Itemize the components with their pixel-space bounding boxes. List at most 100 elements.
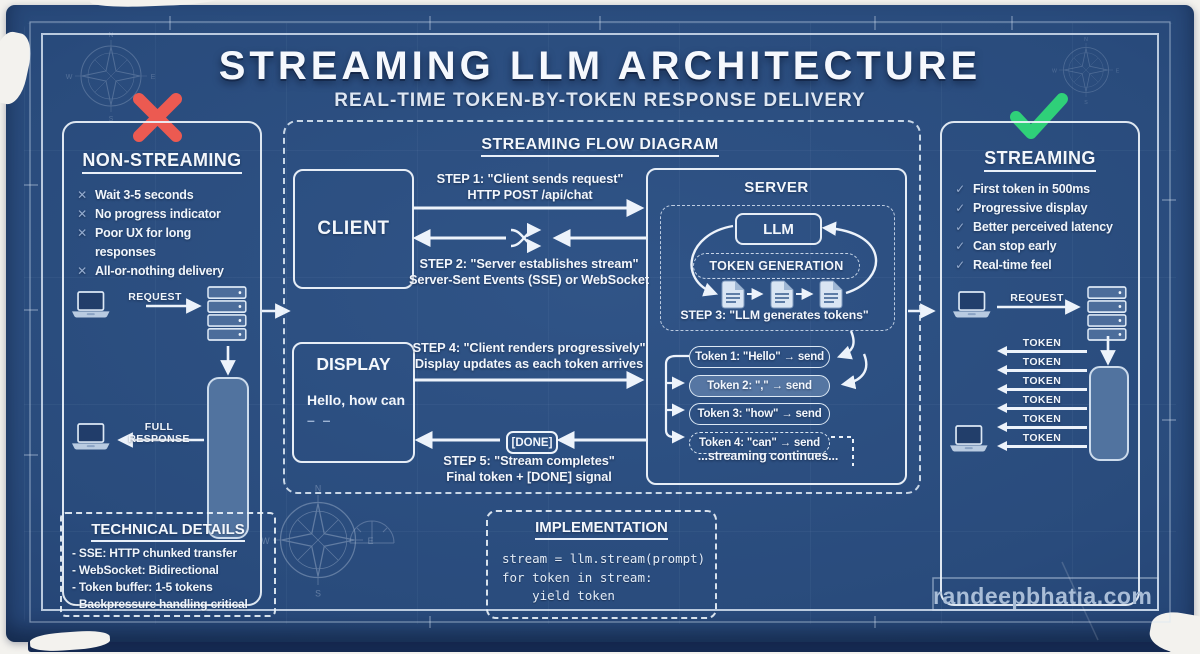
list-item-label: No progress indicator	[95, 207, 221, 221]
server-label: SERVER	[744, 179, 809, 196]
token-arrow-list: TOKEN TOKEN TOKEN TOKEN	[997, 337, 1087, 452]
non-streaming-list: ✕Wait 3-5 seconds ✕No progress indicator…	[76, 186, 252, 281]
display-streamed-text: Hello, how can	[307, 392, 406, 408]
technical-details-list: - SSE: HTTP chunked transfer- WebSocket:…	[72, 545, 248, 613]
step3-text: STEP 3: "LLM generates tokens"	[680, 308, 869, 322]
request-label-left: REQUEST	[128, 291, 182, 303]
detail-item: - Token buffer: 1-5 tokens	[72, 580, 213, 594]
token-row: Token 2: "," → send	[689, 374, 830, 397]
response-buffer-shapes	[207, 366, 1129, 539]
done-badge: [DONE]	[506, 431, 558, 454]
list-item-label: Progressive display	[973, 201, 1088, 215]
token-arrow-row: TOKEN	[997, 394, 1087, 414]
paper-bottom-edge	[28, 640, 1172, 652]
token-row-label: Token 2: "," → send	[707, 379, 812, 392]
request-label-right: REQUEST	[1010, 292, 1064, 304]
streaming-title: STREAMING	[942, 148, 1138, 172]
token-arrow-icon	[997, 422, 1087, 432]
x-icon	[133, 93, 182, 142]
list-item-label: Can stop early	[973, 239, 1057, 253]
scratch-line	[1061, 561, 1099, 641]
step-line: STEP 2: "Server establishes stream"	[419, 256, 639, 271]
implementation-box: IMPLEMENTATION stream = llm.stream(promp…	[486, 510, 717, 619]
token-generation-box: TOKEN GENERATION	[693, 253, 860, 279]
token-label: TOKEN	[1022, 413, 1062, 425]
technical-details-box: TECHNICAL DETAILS - SSE: HTTP chunked tr…	[60, 512, 276, 617]
list-item: ✓ Can stop early	[954, 237, 1132, 256]
page-subtitle: REAL-TIME TOKEN-BY-TOKEN RESPONSE DELIVE…	[334, 90, 866, 111]
step-line: STEP 5: "Stream completes"	[443, 453, 615, 468]
flow-diagram-title: STREAMING FLOW DIAGRAM	[283, 136, 917, 157]
watermark: randeepbhatia.com	[933, 583, 1153, 609]
list-item: ✓First token in 500ms	[954, 180, 1132, 199]
code-line: yield token	[502, 588, 615, 603]
token-arrow-row: TOKEN	[997, 356, 1087, 376]
token-arrow-row: TOKEN	[997, 375, 1087, 395]
step-line: STEP 4: "Client renders progressively"	[412, 340, 646, 355]
step-line: HTTP POST /api/chat	[467, 187, 593, 202]
code-line: for token in stream:	[502, 569, 653, 585]
flow-arrows	[117, 199, 1116, 466]
streaming-panel: STREAMING ✓First token in 500ms ✓ Progres…	[940, 121, 1140, 606]
step4-text: STEP 4: "Client renders progressively"Di…	[398, 340, 660, 372]
compass-decorations	[65, 31, 1121, 641]
step5-text: STEP 5: "Stream completes"Final token + …	[398, 453, 660, 485]
typing-cursor: – –	[307, 412, 333, 428]
token-row-label: Token 3: "how" → send	[697, 408, 822, 420]
token-label: TOKEN	[1022, 394, 1062, 406]
list-item: ✕ Wait 3-5 seconds	[76, 186, 252, 205]
list-item-label: Real-time feel	[973, 258, 1052, 272]
token-row: Token 4: "can" → send	[689, 431, 830, 454]
non-streaming-panel: NON-STREAMING ✕Wait 3-5 seconds ✕No prog…	[62, 121, 262, 606]
check-bullet-icon: ✓	[955, 239, 965, 253]
step1-text: STEP 1: "Client sends request"HTTP POST …	[405, 171, 655, 203]
token-arrow-icon	[997, 365, 1087, 375]
frame-border	[24, 16, 1176, 628]
technical-details-title: TECHNICAL DETAILS	[62, 521, 274, 542]
detail-item: - WebSocket: Bidirectional	[72, 563, 219, 577]
x-bullet-icon: ✕	[77, 188, 87, 202]
llm-loop-box	[660, 205, 895, 331]
step2-text: STEP 2: "Server establishes stream"Serve…	[395, 256, 663, 288]
token-arrow-row: TOKEN	[997, 413, 1087, 433]
list-item: ✓ Real-time feel	[954, 256, 1132, 275]
display-label: DISPLAY	[316, 354, 391, 374]
check-bullet-icon: ✓	[955, 258, 965, 272]
token-row: Token 3: "how" → send	[689, 403, 830, 425]
token-label: TOKEN	[1022, 356, 1062, 368]
step-line: Display updates as each token arrives	[414, 356, 644, 371]
token-row: Token 1: "Hello" → send	[689, 346, 830, 368]
list-item: ✕All-or-nothing delivery	[76, 262, 252, 281]
list-item-label: Better perceived latency	[973, 220, 1113, 234]
token-label: TOKEN	[1022, 337, 1062, 349]
token-arrow-icon	[997, 346, 1087, 356]
list-item: ✓Better perceived latency	[954, 218, 1132, 237]
code-snippet: stream = llm.stream(prompt)for token in …	[502, 550, 705, 606]
token-label: TOKEN	[1022, 375, 1062, 387]
list-item-label: Wait 3-5 seconds	[95, 188, 194, 202]
implementation-title: IMPLEMENTATION	[488, 519, 715, 540]
token-send-curves	[836, 330, 868, 390]
token-list: Token 1: "Hello" → send Token 2: "," → s…	[689, 346, 830, 460]
server-box: SERVER	[646, 168, 907, 485]
check-bullet-icon: ✓	[955, 201, 965, 215]
token-label: TOKEN	[1022, 432, 1062, 444]
llm-loop-arrows	[690, 221, 878, 297]
check-bullet-icon: ✓	[955, 182, 965, 196]
token-arrow-icon	[997, 403, 1087, 413]
list-item: ✕ Poor UX for long responses	[76, 224, 252, 262]
streaming-continues-path	[831, 436, 854, 466]
token-arrow-icon	[997, 384, 1087, 394]
llm-box: LLM	[735, 213, 822, 245]
x-bullet-icon: ✕	[77, 226, 87, 240]
full-response-label: FULL RESPONSE	[128, 421, 190, 445]
token-arrow-row: TOKEN	[997, 432, 1087, 452]
list-item-label: All-or-nothing delivery	[95, 264, 224, 278]
list-item-label: Poor UX for long responses	[95, 226, 192, 259]
token-arrow-row: TOKEN	[997, 337, 1087, 357]
list-item: ✕No progress indicator	[76, 205, 252, 224]
streaming-continues-text: ...streaming continues...	[697, 449, 839, 463]
